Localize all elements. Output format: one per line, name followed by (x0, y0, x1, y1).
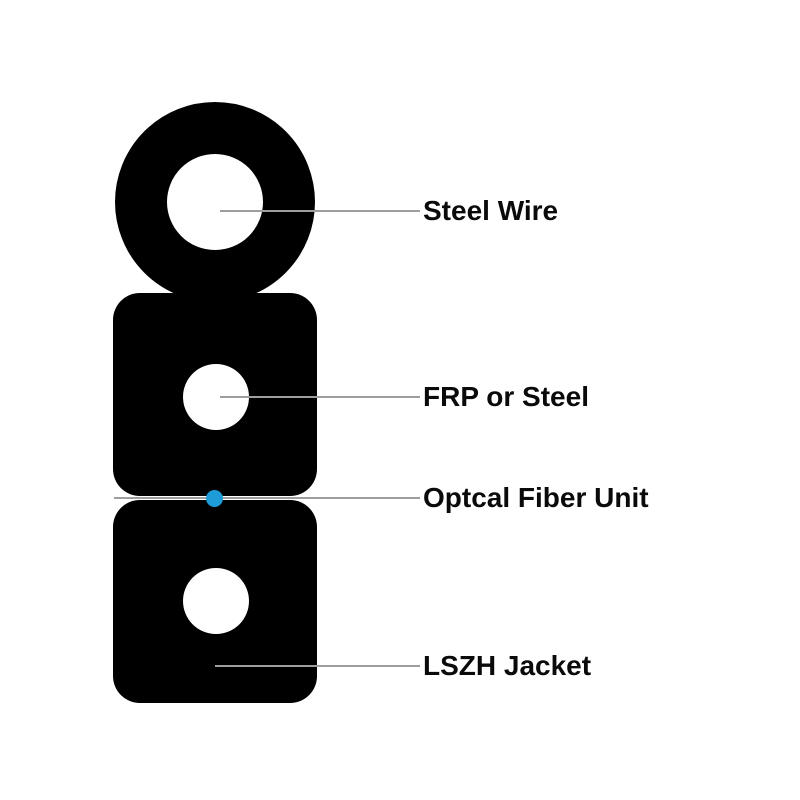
label-frp-or-steel: FRP or Steel (423, 381, 589, 412)
leader-line-optical-fiber-unit (114, 497, 420, 499)
steel-wire-ring (115, 102, 315, 302)
lszh-jacket-hole (183, 568, 249, 634)
label-lszh-jacket: LSZH Jacket (423, 650, 592, 681)
lszh-jacket-square (113, 500, 317, 703)
leader-line-steel-wire (220, 210, 420, 212)
frp-or-steel-square (113, 293, 317, 496)
label-steel-wire: Steel Wire (423, 195, 559, 226)
label-optical-fiber-unit: Optcal Fiber Unit (423, 482, 649, 513)
optical-fiber-unit-dot (206, 490, 223, 507)
leader-line-frp-or-steel (220, 396, 420, 398)
leader-line-lszh-jacket (215, 665, 420, 667)
